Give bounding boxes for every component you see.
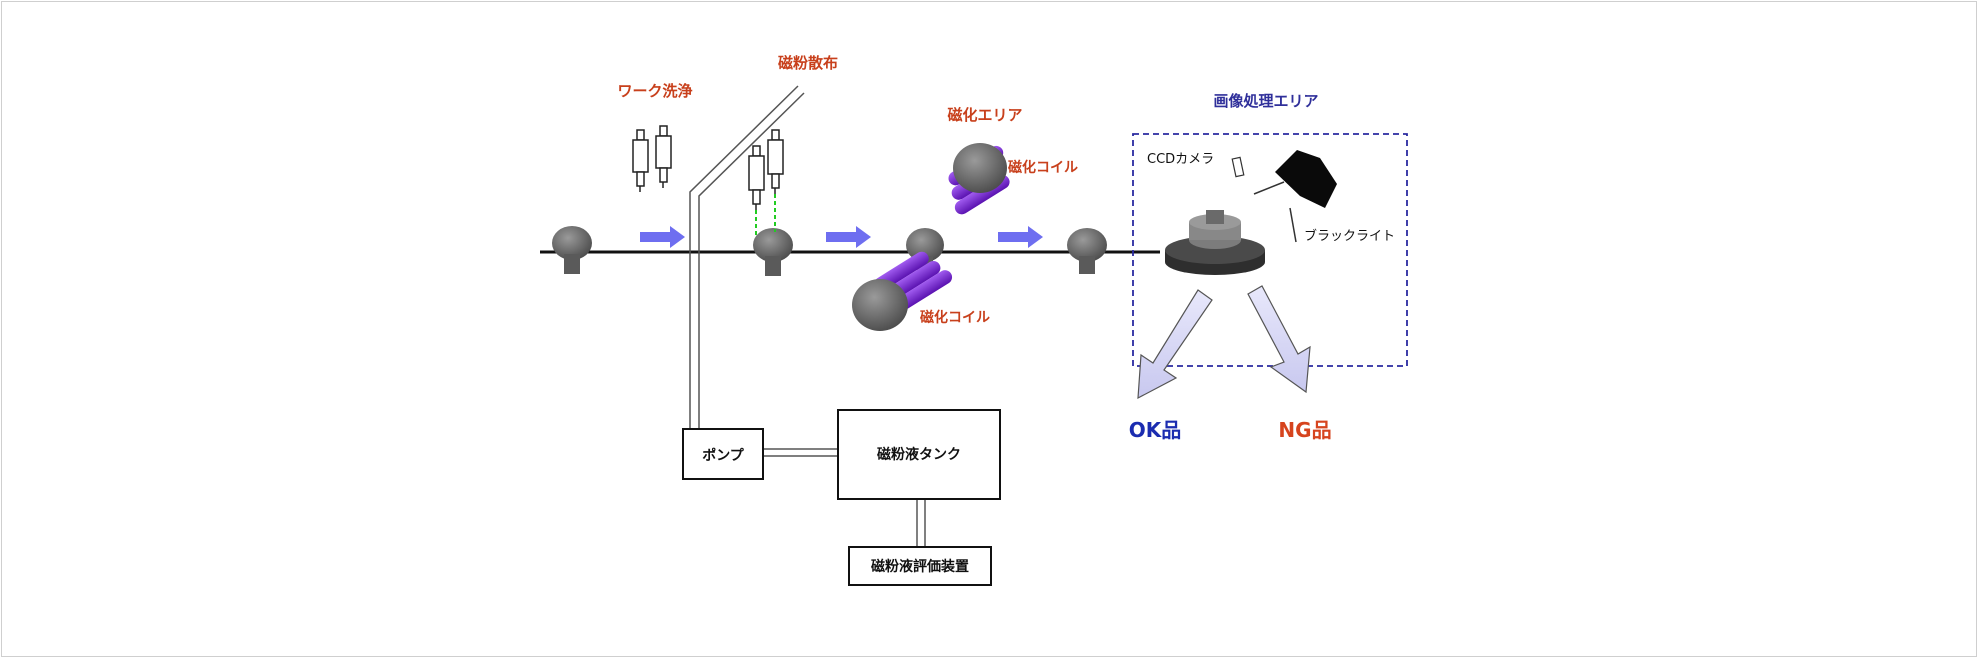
inspection-turntable <box>1165 210 1265 275</box>
label-coil-bottom: 磁化コイル <box>920 309 990 326</box>
coil-lower <box>852 251 953 331</box>
tank-box <box>837 409 1001 500</box>
label-ccd-camera: CCDカメラ <box>1147 152 1214 167</box>
label-ng: NG品 <box>1278 418 1331 442</box>
tank-label: 磁粉液タンク <box>877 446 961 463</box>
flow-arrow-2 <box>826 226 871 248</box>
spray-dashes <box>755 194 776 236</box>
pump-tank-pipe <box>763 448 838 457</box>
label-magnetize-area: 磁化エリア <box>947 106 1022 124</box>
flow-arrow-3 <box>998 226 1043 248</box>
pump-label: ポンプ <box>702 447 745 464</box>
label-ok: OK品 <box>1129 418 1182 442</box>
result-arrow-ok <box>1137 289 1213 400</box>
pump-box <box>682 428 764 480</box>
wash-nozzle-right <box>655 125 672 188</box>
spray-pipe <box>689 85 805 430</box>
label-coil-top: 磁化コイル <box>1008 159 1078 176</box>
label-powder-spray: 磁粉散布 <box>778 54 838 72</box>
tank-evaluator-pipe <box>916 499 926 547</box>
image-processing-area <box>1132 133 1408 367</box>
black-light <box>1253 150 1337 243</box>
spray-nozzle-left <box>748 145 765 210</box>
label-image-area: 画像処理エリア <box>1213 92 1318 110</box>
spray-nozzle-right <box>767 129 784 194</box>
workpiece-4 <box>1067 228 1107 274</box>
flow-arrow-1 <box>640 226 685 248</box>
evaluator-label: 磁粉液評価装置 <box>871 558 969 575</box>
label-work-wash: ワーク洗浄 <box>617 82 692 100</box>
wash-nozzle-left <box>632 129 649 192</box>
coil-upper <box>948 143 1010 215</box>
workpiece-1 <box>552 226 592 274</box>
label-black-light: ブラックライト <box>1304 228 1395 244</box>
workpiece-2 <box>753 228 793 276</box>
ccd-camera <box>1231 156 1245 178</box>
result-arrow-ng <box>1247 285 1311 394</box>
evaluator-box <box>848 546 992 586</box>
